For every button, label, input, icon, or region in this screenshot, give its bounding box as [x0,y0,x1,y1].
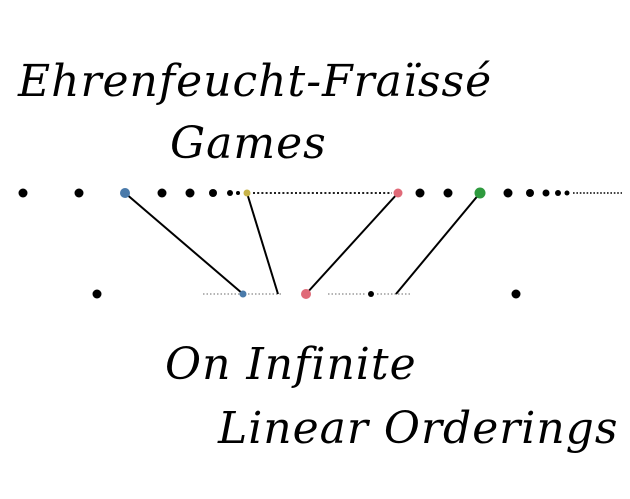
top-point [74,188,84,198]
move-line-green [395,192,481,295]
top-point [564,190,570,196]
top-point [157,188,167,198]
top-point [18,188,28,198]
title-line-1: Ehrenfeucht-Fraïssé [18,56,493,107]
top-ordering [18,188,622,198]
game-moves [124,192,481,295]
subtitle-line-1: On Infinite [165,339,417,390]
subtitle-line-2: Linear Orderings [218,403,619,454]
move-line-blue [124,192,244,295]
top-point [236,191,240,195]
top-point [209,189,217,197]
bottom-point [368,291,374,297]
green-point-top [474,187,486,199]
red-point-bottom [301,289,311,299]
bottom-point [92,289,102,299]
move-line-red [305,192,399,295]
top-point [227,190,233,196]
yellow-point-top [243,189,251,197]
top-point [542,189,550,197]
blue-point-top [120,188,130,198]
bottom-point [511,289,521,299]
top-point [443,188,453,198]
top-point [415,188,425,198]
colored-points [120,187,486,299]
top-point [185,188,195,198]
blue-point-bottom [239,290,247,298]
top-point [503,188,513,198]
red-point-top [393,188,403,198]
top-point [555,190,561,196]
top-point [526,189,534,197]
move-line-yellow [246,192,279,295]
title-line-2: Games [170,118,327,169]
